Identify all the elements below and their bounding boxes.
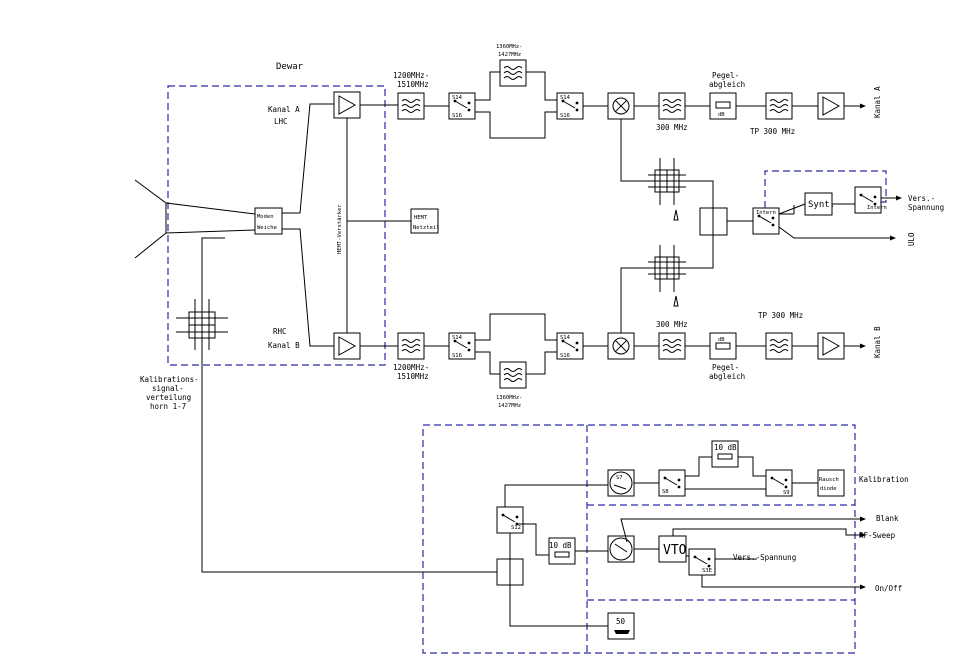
rausch-label-2: diode	[820, 486, 837, 492]
att-10db-mid-label: 10 dB	[549, 541, 572, 550]
bandpass-a-icon	[397, 92, 425, 120]
calibration-unit-boundary	[422, 424, 856, 654]
pegel-a-2: abgleich	[709, 80, 745, 89]
lowpass-b-icon	[765, 332, 793, 360]
sw-b1-bot: S16	[452, 353, 462, 359]
if-filter-a-icon	[658, 92, 686, 120]
bp-top-1: 1360MHz-	[496, 44, 523, 50]
s12-label: S12	[511, 525, 521, 531]
hemt-netz-label-1: HEMT	[414, 215, 428, 221]
switch-cal-mid-box	[607, 535, 635, 563]
if-filter-b-icon	[658, 332, 686, 360]
bp-a-label-2: 1510MHz	[397, 80, 429, 89]
s8-label: S8	[662, 489, 669, 495]
kal-label-3: verteilung	[146, 393, 191, 402]
pegel-b-box	[709, 332, 737, 360]
att-10db-mid-box	[548, 537, 576, 565]
att-10db-top-label: 10 dB	[714, 443, 737, 452]
synt-label: Synt.	[808, 200, 835, 210]
kal-label-4: horn 1-7	[150, 402, 186, 411]
pegel-b-1: Pegel-	[712, 363, 739, 372]
kanal-b-output-label: Kanal B	[873, 326, 882, 358]
kal-label-2: signal-	[152, 384, 184, 393]
blank-label: Blank	[876, 514, 899, 523]
sw-b2-bot: S16	[560, 353, 570, 359]
hemt-amp-b-icon	[333, 332, 361, 360]
bp-top-2: 1427MHz	[498, 52, 521, 58]
s7-label: S7	[616, 475, 623, 481]
weiche-label: Weiche	[257, 225, 277, 231]
bp-a-label-1: 1200MHz-	[393, 71, 429, 80]
kal-label-1: Kalibrations-	[140, 375, 199, 384]
sw-a2-top: S14	[560, 95, 571, 101]
pegel-a-1: Pegel-	[712, 71, 739, 80]
pegel-b-2: abgleich	[709, 372, 745, 381]
s9-label: S9	[783, 490, 790, 496]
intern-label-2: Intern	[867, 205, 887, 211]
pegel-a-box	[709, 92, 737, 120]
mixer-a-icon	[607, 92, 635, 120]
on-off-label: On/Off	[875, 584, 902, 593]
moden-label: Moden	[257, 214, 274, 220]
hemt-verst-label: HEMT-Verstärker	[337, 204, 343, 254]
bandpass-top-icon	[499, 59, 527, 87]
kanal-a-input-label: Kanal A	[268, 105, 300, 114]
lowpass-a-icon	[765, 92, 793, 120]
bandpass-bottom-icon	[499, 361, 527, 389]
sw-a1-top: S14	[452, 95, 463, 101]
sw-a1-bot: S16	[452, 113, 462, 119]
rf-sweep-label: RF-Sweep	[859, 531, 896, 540]
dewar-boundary	[167, 85, 386, 366]
db-b: dB	[718, 337, 725, 343]
mixer-b-icon	[607, 332, 635, 360]
sw-b1-top: S14	[452, 335, 463, 341]
rauschdiode-box	[817, 469, 845, 497]
hemt-netz-label-2: Netzteil	[413, 225, 440, 231]
kanal-b-input-label: Kanal B	[268, 341, 300, 350]
kanal-a-output-label: Kanal A	[873, 86, 882, 118]
tp-a-label: TP 300 MHz	[750, 127, 795, 136]
bp-b-2: 1510MHz	[397, 372, 429, 381]
kalibration-label: Kalibration	[859, 475, 909, 484]
rausch-label-1: Rausch	[819, 477, 839, 483]
out-amp-b-icon	[817, 332, 845, 360]
vers-label-2: Spannung	[908, 203, 944, 212]
ulo-label: ULO	[907, 232, 916, 246]
vers-spannung-label: Vers.-Spannung	[733, 553, 796, 562]
switch-s7-box	[607, 469, 635, 497]
tp-b-label: TP 300 MHz	[758, 311, 803, 320]
bandpass-b-icon	[397, 332, 425, 360]
bp-bot-2: 1427MHz	[498, 403, 521, 409]
rhc-label: RHC	[273, 327, 287, 336]
load-50-label: 50	[616, 617, 626, 626]
out-amp-a-icon	[817, 92, 845, 120]
sw-b2-top: S14	[560, 335, 571, 341]
s3e-label: S3E	[702, 568, 712, 574]
sw-a2-bot: S16	[560, 113, 570, 119]
bp-bot-1: 1360MHz-	[496, 395, 523, 401]
dewar-label: Dewar	[276, 62, 304, 72]
if-b-label: 300 MHz	[656, 320, 688, 329]
vto-label: VTO	[663, 543, 687, 558]
hemt-amp-a-icon	[333, 91, 361, 119]
vers-label-1: Vers.-	[908, 194, 935, 203]
intern-label-1: Intern	[756, 210, 776, 216]
db-a: dB	[718, 112, 725, 118]
if-a-label: 300 MHz	[656, 123, 688, 132]
lhc-label: LHC	[274, 117, 288, 126]
load-50-box	[607, 612, 635, 640]
moden-weiche-box	[254, 207, 283, 235]
hemt-netzteil-box	[410, 208, 439, 234]
bp-b-1: 1200MHz-	[393, 363, 429, 372]
